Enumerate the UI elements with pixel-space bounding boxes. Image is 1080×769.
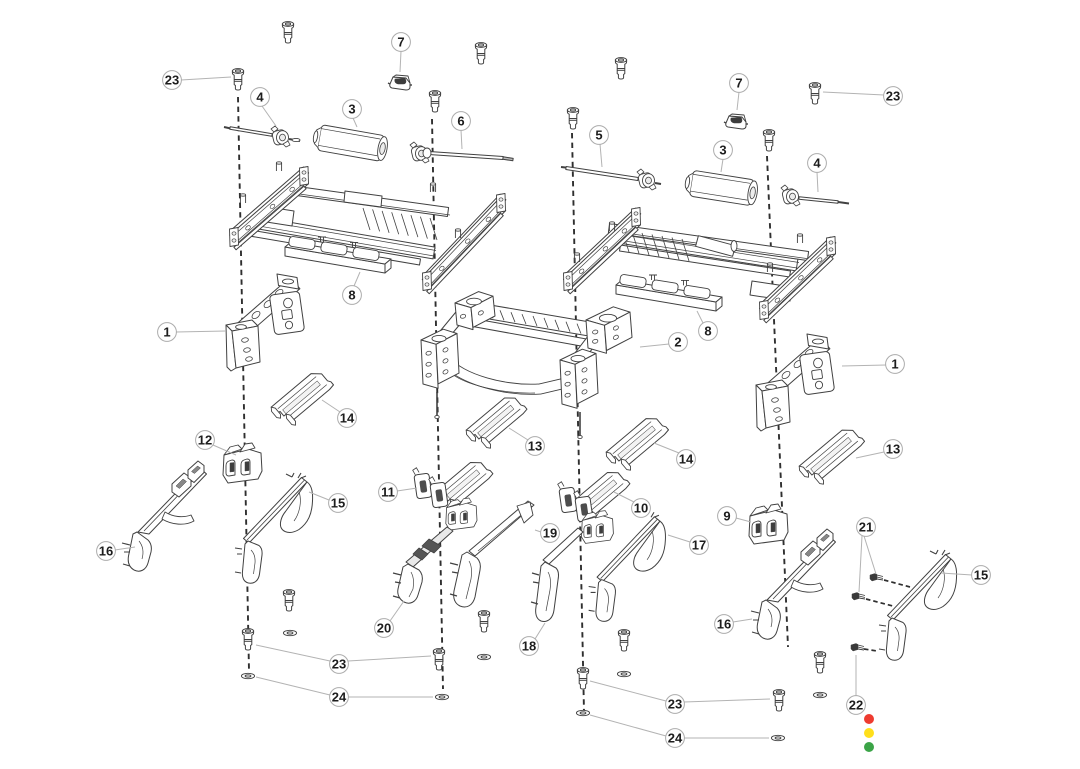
svg-text:1: 1	[891, 357, 898, 372]
svg-text:8: 8	[348, 288, 355, 303]
svg-text:3: 3	[719, 143, 726, 158]
svg-text:24: 24	[668, 731, 683, 746]
svg-text:19: 19	[543, 526, 557, 541]
svg-text:3: 3	[348, 102, 355, 117]
svg-text:15: 15	[974, 568, 988, 583]
svg-text:20: 20	[377, 621, 391, 636]
svg-text:22: 22	[849, 698, 863, 713]
svg-text:16: 16	[717, 617, 731, 632]
svg-text:24: 24	[332, 690, 347, 705]
svg-text:10: 10	[634, 501, 648, 516]
svg-text:13: 13	[886, 442, 900, 457]
svg-text:5: 5	[595, 128, 602, 143]
svg-text:16: 16	[99, 544, 113, 559]
svg-text:13: 13	[528, 439, 542, 454]
svg-text:6: 6	[457, 114, 464, 129]
svg-text:7: 7	[735, 76, 742, 91]
svg-text:23: 23	[886, 89, 900, 104]
svg-text:11: 11	[381, 485, 395, 500]
svg-text:14: 14	[679, 452, 694, 467]
svg-text:7: 7	[397, 35, 404, 50]
svg-text:23: 23	[332, 657, 346, 672]
svg-text:12: 12	[198, 433, 212, 448]
svg-text:4: 4	[813, 156, 821, 171]
svg-text:9: 9	[723, 509, 730, 524]
svg-text:15: 15	[331, 496, 345, 511]
svg-text:1: 1	[163, 325, 170, 340]
svg-text:4: 4	[256, 90, 264, 105]
svg-text:17: 17	[692, 538, 706, 553]
svg-text:23: 23	[668, 697, 682, 712]
svg-text:21: 21	[859, 520, 873, 535]
svg-text:18: 18	[522, 639, 536, 654]
svg-text:8: 8	[704, 324, 711, 339]
svg-text:14: 14	[340, 411, 355, 426]
svg-text:2: 2	[674, 335, 681, 350]
svg-text:23: 23	[165, 73, 179, 88]
